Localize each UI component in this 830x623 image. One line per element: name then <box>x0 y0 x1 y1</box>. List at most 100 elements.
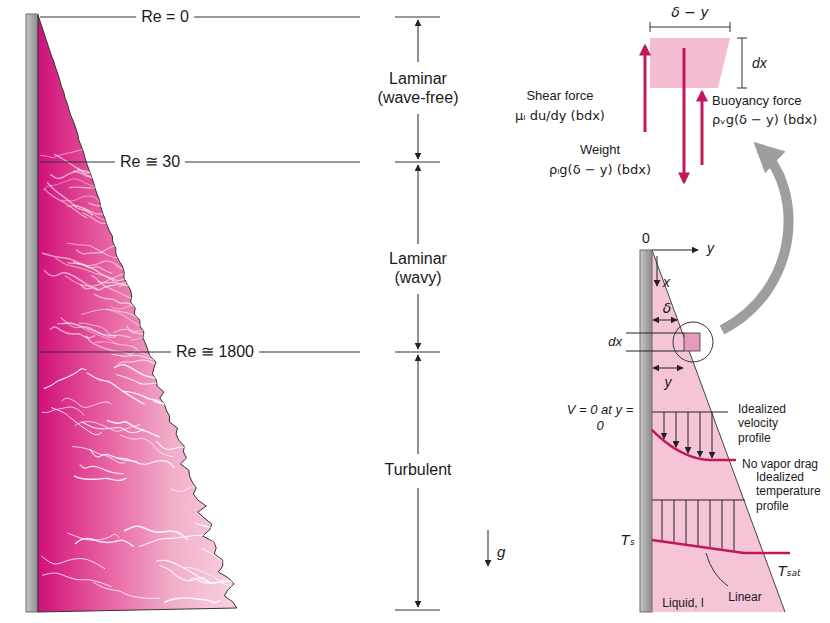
temperature-tick <box>710 500 711 548</box>
force-name: Weight <box>580 142 620 158</box>
inset-dimensions <box>650 22 747 88</box>
wave-stroke <box>69 187 124 202</box>
force-formula: ρₗg(δ − y) (bdx) <box>549 162 651 178</box>
wave-stroke <box>67 243 128 257</box>
wave-stroke <box>74 476 127 481</box>
temperature-label: Tₛₐₜ <box>778 563 801 580</box>
wave-stroke <box>87 373 145 404</box>
dimension-line <box>742 38 743 88</box>
wave-stroke <box>81 309 151 326</box>
y-axis <box>652 250 698 251</box>
region-label: Liquid, l <box>662 596 703 610</box>
cold-wall <box>26 14 38 612</box>
dimension-tick <box>650 22 651 32</box>
velocity-baseline <box>652 412 728 413</box>
velocity-arrow <box>688 412 689 453</box>
regime-arrow <box>418 20 419 62</box>
wave-stroke <box>111 354 169 362</box>
wave-stroke <box>89 203 144 214</box>
gravity-arrow <box>488 530 489 566</box>
wave-stroke <box>67 533 119 540</box>
wave-stroke <box>122 391 177 408</box>
wave-stroke <box>153 400 205 405</box>
wave-stroke <box>78 168 119 180</box>
wave-stroke <box>116 375 168 385</box>
velocity-arrow <box>700 412 701 457</box>
temperature-tick <box>722 500 723 550</box>
wave-stroke <box>80 464 124 473</box>
bracket-tick <box>395 610 440 611</box>
bracket-tick <box>395 162 440 163</box>
wave-stroke <box>85 173 137 179</box>
detail-arrow <box>722 148 789 330</box>
detail-circle <box>673 322 713 362</box>
force-arrows <box>645 46 702 182</box>
wave-stroke <box>51 407 102 434</box>
dimension-label: δ − y <box>671 4 708 21</box>
axis-label: y <box>707 240 714 257</box>
wave-stroke <box>90 449 137 461</box>
leader-line <box>706 553 728 586</box>
wave-stroke <box>83 213 136 225</box>
regime-name: Laminar (wavy) <box>368 249 468 287</box>
wave-stroke <box>156 560 225 583</box>
wave-texture <box>40 149 259 603</box>
regime-name: Turbulent <box>385 460 452 479</box>
wave-stroke <box>73 261 127 269</box>
velocity-arrow <box>712 412 713 458</box>
wave-stroke <box>78 323 116 336</box>
temperature-tick <box>686 500 687 545</box>
wave-stroke <box>118 360 168 369</box>
wave-stroke <box>42 407 84 416</box>
regime-arrow <box>418 165 419 244</box>
wave-stroke <box>120 435 174 457</box>
temperature-tick <box>674 500 675 543</box>
wave-stroke <box>65 273 126 286</box>
force-formula: μₗ du/dy (bdx) <box>515 108 605 124</box>
dimension-tick <box>737 38 747 39</box>
temperature-profile <box>652 540 790 553</box>
wave-stroke <box>72 447 125 463</box>
velocity-arrow <box>676 412 677 447</box>
wave-stroke <box>127 326 163 339</box>
wave-stroke <box>93 582 160 598</box>
wave-stroke <box>114 365 165 380</box>
dimension-label: dx <box>752 55 767 72</box>
profile-note: No vapor drag <box>742 457 818 471</box>
wave-stroke <box>44 369 86 389</box>
force-name: Shear force <box>526 88 593 104</box>
velocity-arrow <box>664 412 665 439</box>
wave-stroke <box>40 149 93 158</box>
temperature-tick <box>698 500 699 547</box>
weight-arrow <box>683 48 686 182</box>
velocity-arrows <box>664 412 712 458</box>
dimension-line <box>650 27 730 28</box>
profile-name: Idealized velocity profile <box>738 402 808 445</box>
regime-line <box>40 17 360 18</box>
film-section <box>652 250 785 612</box>
regime-arrow <box>418 114 419 159</box>
force-name: Buoyancy force <box>712 93 802 109</box>
axis-label: x <box>663 274 670 291</box>
dimension-tick <box>730 22 731 32</box>
regime-arrow <box>418 488 419 607</box>
wave-stroke <box>111 293 167 309</box>
wave-stroke <box>75 422 141 432</box>
thickness-dimension <box>653 320 677 321</box>
regime-arrow <box>418 355 419 454</box>
profile-note: Linear <box>728 590 761 604</box>
condensate-film <box>38 15 237 612</box>
wave-stroke <box>107 420 160 437</box>
wave-stroke <box>124 526 188 539</box>
velocity-profile <box>652 430 736 460</box>
wave-stroke <box>61 318 117 338</box>
wave-stroke <box>42 253 114 280</box>
wave-stroke <box>86 336 135 355</box>
wave-stroke <box>94 342 152 357</box>
shear-arrow <box>644 46 647 132</box>
regime-boundary: Re ≅ 1800 <box>171 342 259 361</box>
wave-stroke <box>97 281 143 286</box>
temperature-tick <box>734 500 735 552</box>
film-surface <box>652 250 785 612</box>
boundary-condition: V = 0 at y = 0 <box>564 402 636 433</box>
